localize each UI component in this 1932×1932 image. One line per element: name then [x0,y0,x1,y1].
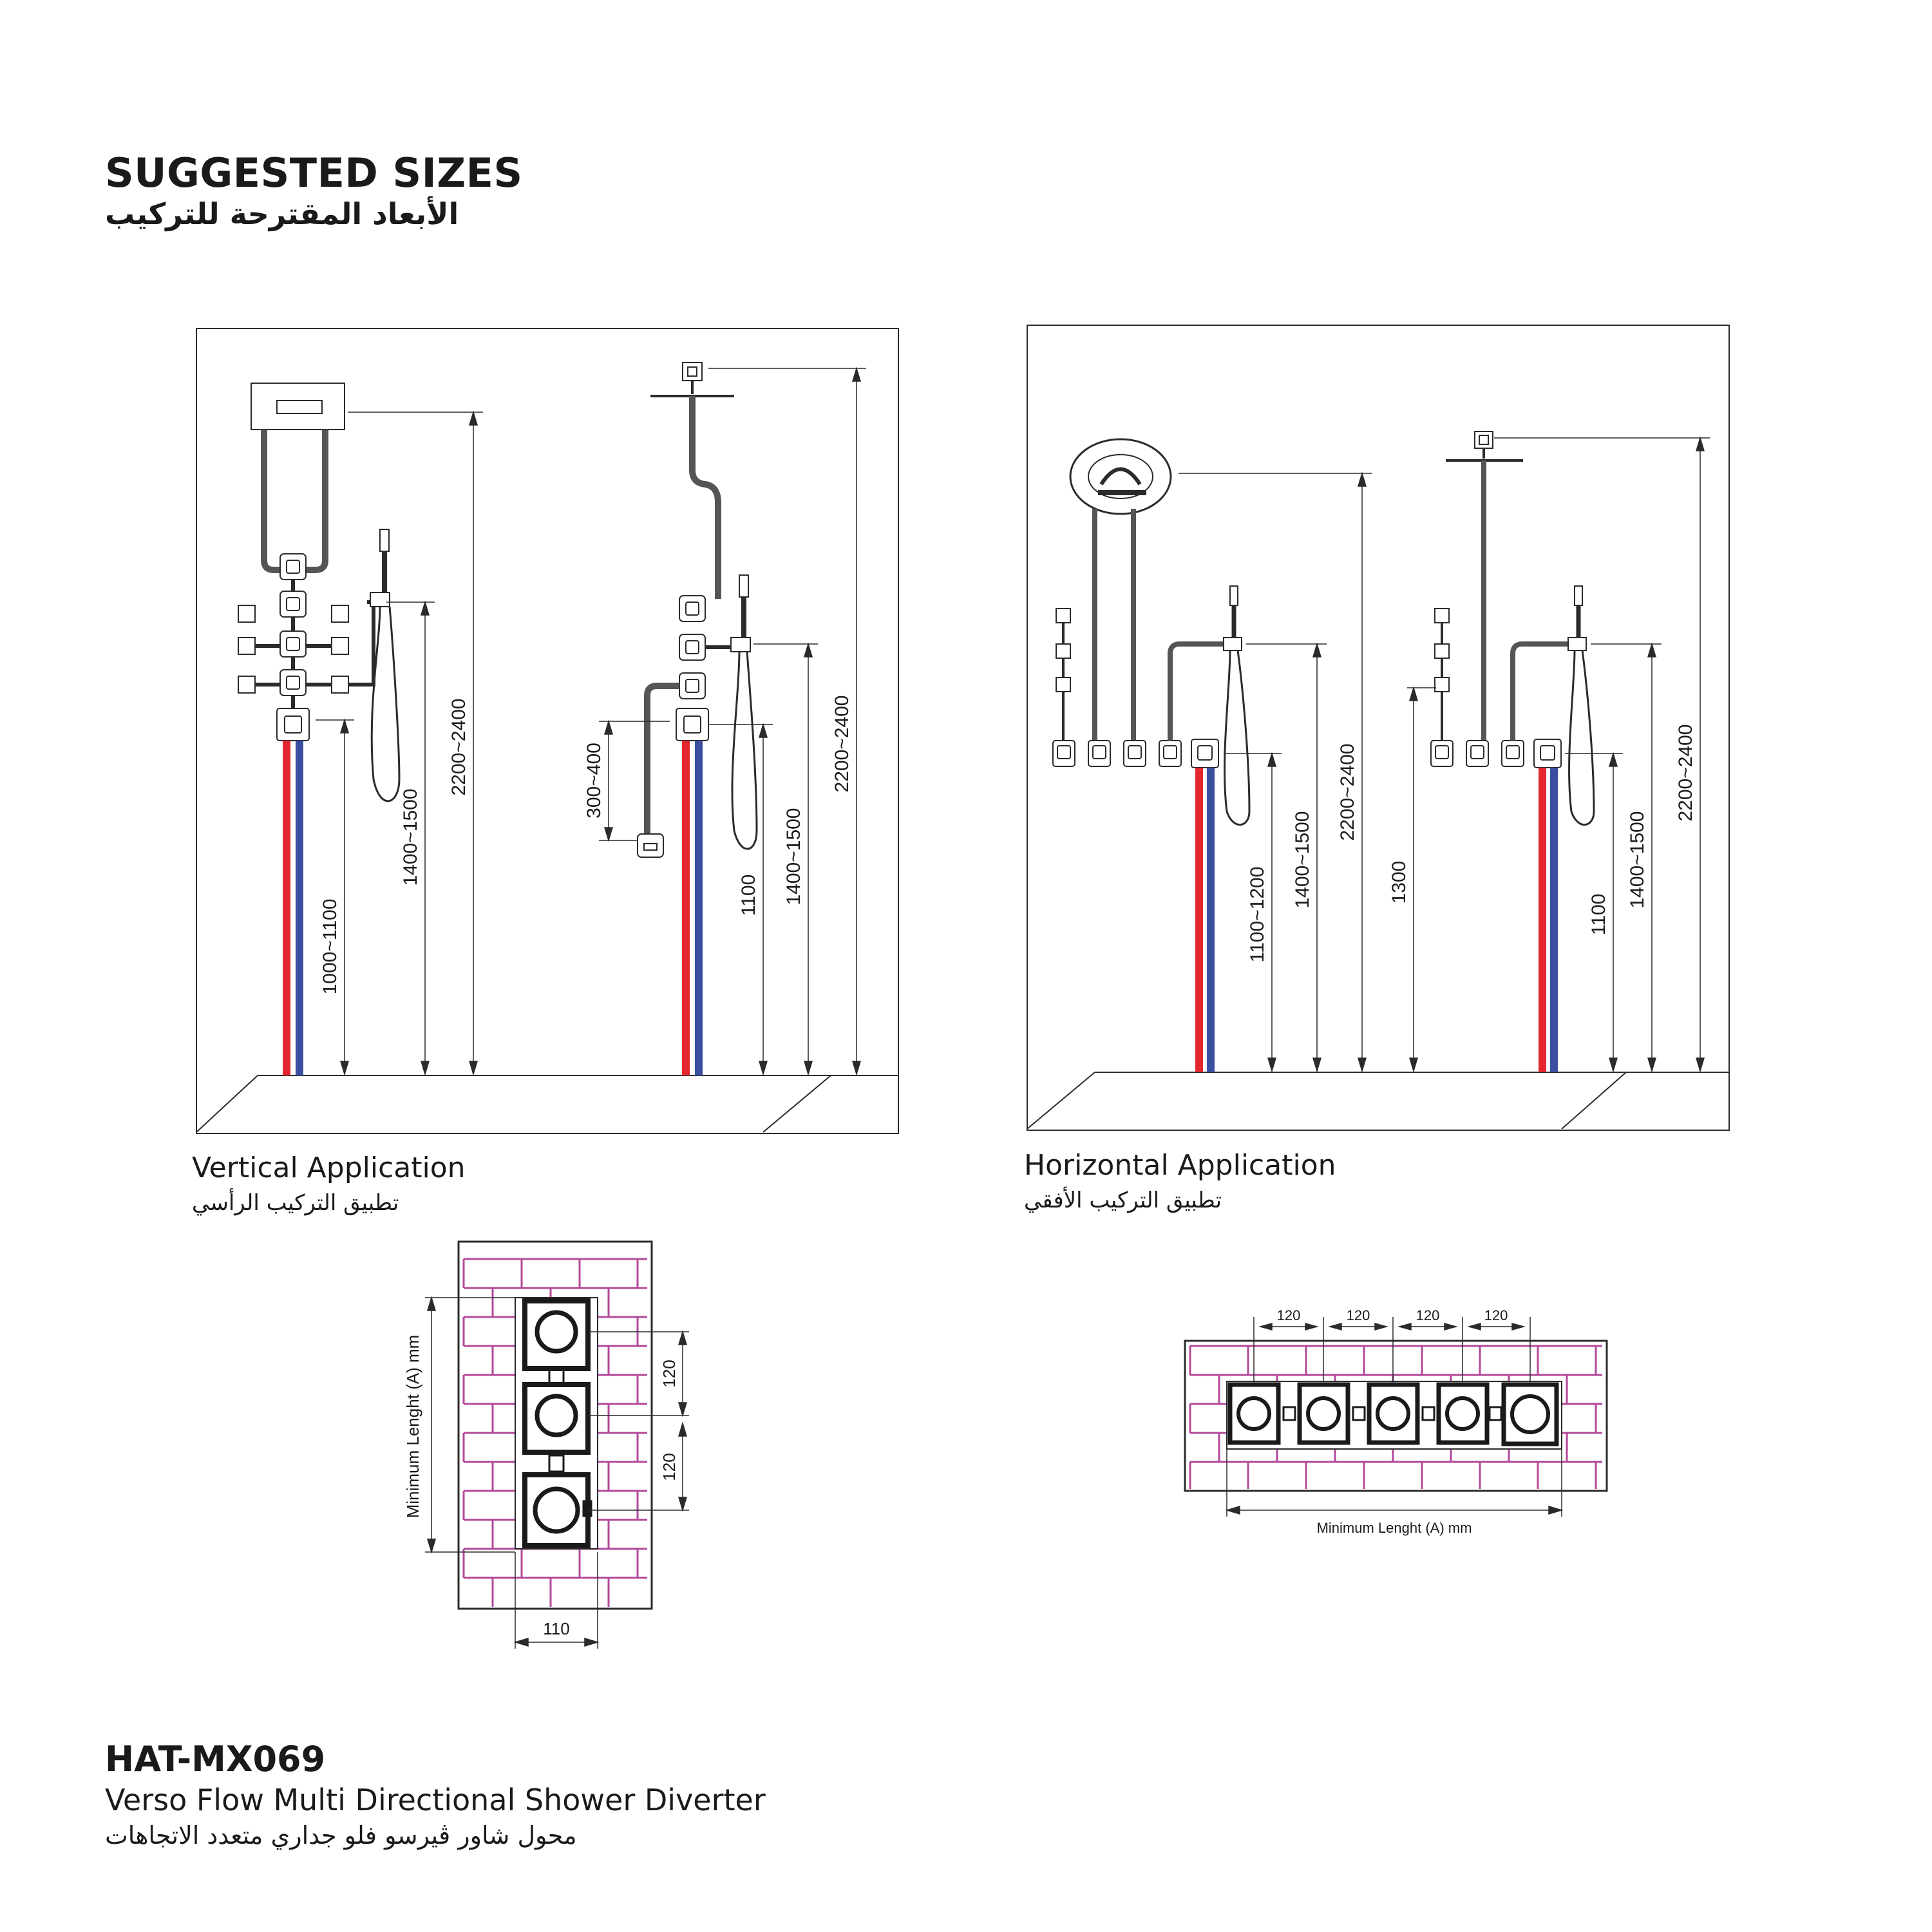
dim-label: 1100~1200 [1247,867,1268,963]
plan-vertical: Minimum Lenght (A) mm 120 120 110 [403,1240,689,1649]
dim-label: 1300 [1388,861,1410,904]
model-number: HAT-MX069 [105,1739,326,1779]
horizontal-caption: Horizontal Application [1024,1149,1336,1182]
spacing-label: 120 [1277,1307,1301,1323]
dim-label: 1000~1100 [319,899,341,995]
product-name: Verso Flow Multi Directional Shower Dive… [105,1783,766,1817]
vertical-frame [196,328,899,1134]
spacing-label: 120 [1416,1307,1440,1323]
horizontal-dimensions [1179,436,1710,1073]
dim-label: 2200~2400 [1675,724,1696,822]
dim-label: 1100 [738,875,759,916]
page-title-arabic: الأبعاد المقترحة للتركيب [105,196,459,231]
dim-label: 1400~1500 [400,789,421,886]
product-name-arabic: محول شاور ڤيرسو فلو جداري متعدد الاتجاها… [105,1821,577,1850]
spacing-label: 120 [659,1359,679,1387]
vertical-system-right [637,362,758,858]
plan-horizontal: 120 120 120 120 Minimum Lenght (A) mm [1184,1307,1608,1536]
dim-label: 1400~1500 [783,808,804,905]
vertical-caption: Vertical Application [192,1151,466,1184]
vertical-dimensions [316,366,866,1076]
min-length-label: Minimum Lenght (A) mm [1317,1520,1472,1536]
dim-label: 2200~2400 [448,699,469,796]
dim-label: 2200~2400 [1337,744,1358,841]
vertical-system-left [238,383,401,802]
vertical-caption-arabic: تطبيق التركيب الرأسي [192,1190,399,1216]
dim-label: 2200~2400 [831,696,853,793]
spacing-label: 120 [659,1453,679,1481]
spacing-label: 120 [1484,1307,1508,1323]
horizontal-system-right [1430,431,1595,826]
horizontal-frame [1027,325,1730,1131]
horizontal-caption-arabic: تطبيق التركيب الأفقي [1024,1188,1222,1213]
dim-label: 1400~1500 [1292,811,1313,909]
dim-label: 300~400 [583,743,605,819]
page-title: SUGGESTED SIZES [105,149,523,196]
spacing-label: 120 [1347,1307,1370,1323]
width-label: 110 [543,1619,569,1638]
dim-label: 1100 [1588,894,1609,936]
dim-label: 1400~1500 [1627,811,1648,909]
min-length-label: Minimum Lenght (A) mm [403,1335,422,1519]
horizontal-system-left [1052,438,1251,826]
